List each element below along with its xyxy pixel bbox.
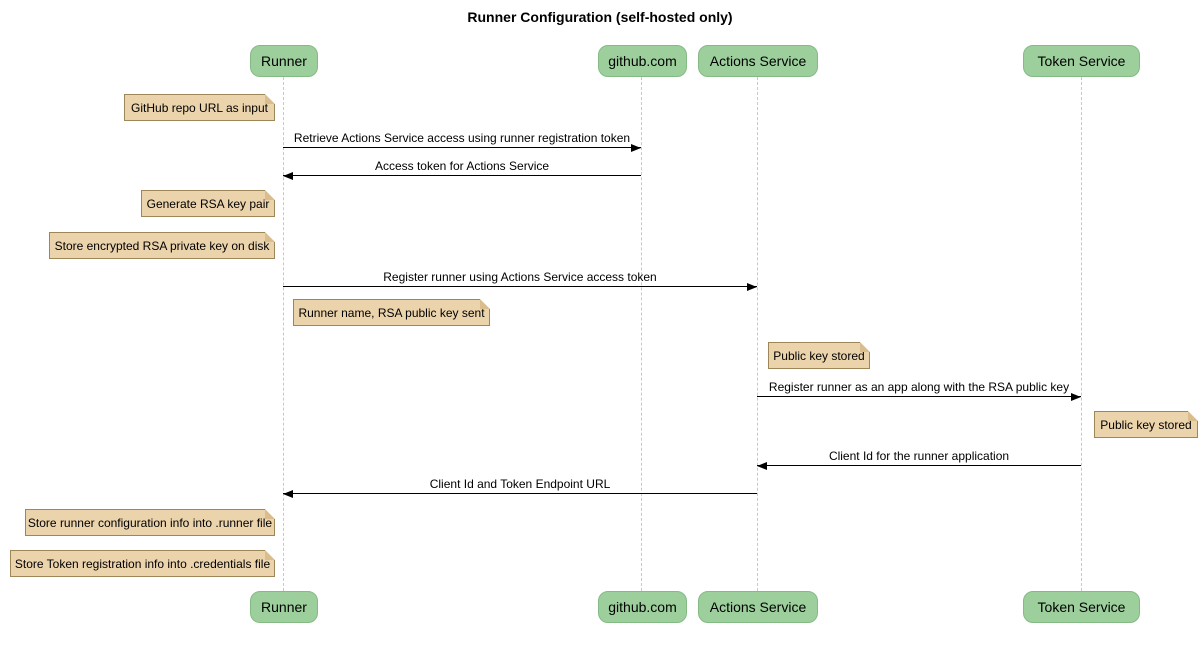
message-client-id-runner-app: Client Id for the runner application (757, 448, 1081, 470)
participant-runner-bottom: Runner (250, 591, 318, 623)
note-public-key-stored-token: Public key stored (1094, 411, 1198, 438)
diagram-title: Runner Configuration (self-hosted only) (467, 9, 733, 25)
message-label: Client Id and Token Endpoint URL (429, 477, 611, 491)
message-label: Register runner as an app along with the… (768, 380, 1070, 394)
participant-token-service-top: Token Service (1023, 45, 1140, 77)
message-label: Client Id for the runner application (828, 449, 1010, 463)
note-generate-rsa-key-pair: Generate RSA key pair (141, 190, 275, 217)
lifeline-token-service (1081, 77, 1082, 591)
message-line (283, 286, 757, 287)
arrowhead-right-icon (631, 144, 641, 152)
message-label: Retrieve Actions Service access using ru… (293, 131, 631, 145)
participant-token-service-bottom: Token Service (1023, 591, 1140, 623)
participant-runner-top: Runner (250, 45, 318, 77)
message-retrieve-actions-access: Retrieve Actions Service access using ru… (283, 130, 641, 152)
arrowhead-right-icon (747, 283, 757, 291)
message-line (757, 396, 1081, 397)
message-label: Register runner using Actions Service ac… (383, 270, 657, 284)
note-public-key-stored-actions: Public key stored (768, 342, 870, 369)
message-register-runner-app: Register runner as an app along with the… (757, 379, 1081, 401)
message-register-runner: Register runner using Actions Service ac… (283, 269, 757, 291)
participant-actions-service-top: Actions Service (698, 45, 818, 77)
arrowhead-left-icon (283, 490, 293, 498)
participant-github-top: github.com (598, 45, 687, 77)
message-line (283, 147, 641, 148)
note-store-private-key: Store encrypted RSA private key on disk (49, 232, 275, 259)
note-store-credentials-file: Store Token registration info into .cred… (10, 550, 275, 577)
message-client-id-endpoint: Client Id and Token Endpoint URL (283, 476, 757, 498)
message-line (283, 493, 757, 494)
note-store-runner-file: Store runner configuration info into .ru… (25, 509, 275, 536)
lifeline-github (641, 77, 642, 591)
note-runner-name-sent: Runner name, RSA public key sent (293, 299, 490, 326)
note-github-repo-url: GitHub repo URL as input (124, 94, 275, 121)
message-access-token: Access token for Actions Service (283, 158, 641, 180)
lifeline-actions-service (757, 77, 758, 591)
participant-actions-service-bottom: Actions Service (698, 591, 818, 623)
arrowhead-left-icon (757, 462, 767, 470)
arrowhead-left-icon (283, 172, 293, 180)
message-line (283, 175, 641, 176)
message-label: Access token for Actions Service (374, 159, 550, 173)
lifeline-runner (283, 77, 284, 591)
participant-github-bottom: github.com (598, 591, 687, 623)
arrowhead-right-icon (1071, 393, 1081, 401)
message-line (757, 465, 1081, 466)
